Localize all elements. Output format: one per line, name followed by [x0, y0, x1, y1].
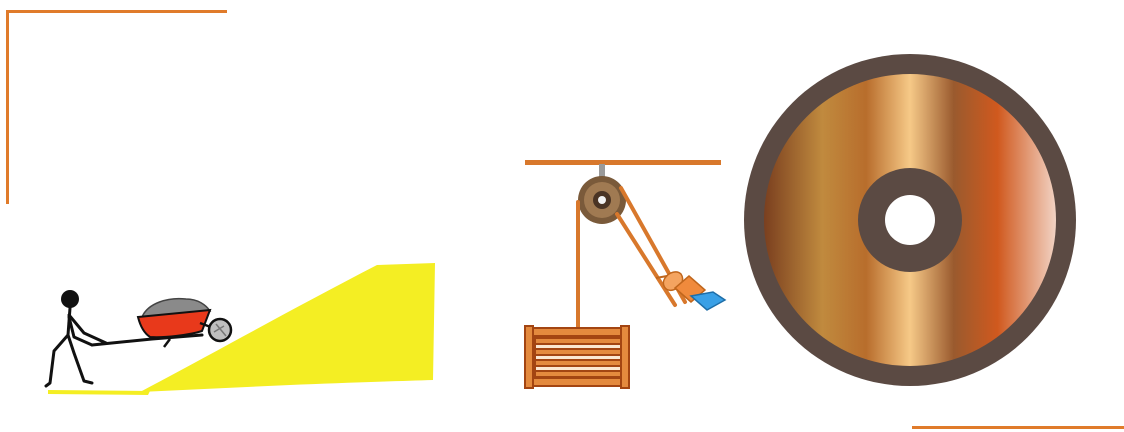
- frame-line-top: [6, 10, 227, 13]
- stick-figure: [46, 290, 106, 386]
- wheelbarrow: [92, 299, 231, 347]
- pulley-beam: [525, 160, 721, 165]
- axle-hole: [885, 195, 935, 245]
- ramp-shape: [48, 263, 435, 395]
- inclined-plane-illustration: [40, 255, 440, 400]
- pulley-illustration: [515, 150, 730, 395]
- wheel-and-axle-illustration: [740, 48, 1085, 393]
- frame-line-left: [6, 10, 9, 204]
- frame-line-bottom: [912, 426, 1124, 429]
- crate: [525, 326, 629, 388]
